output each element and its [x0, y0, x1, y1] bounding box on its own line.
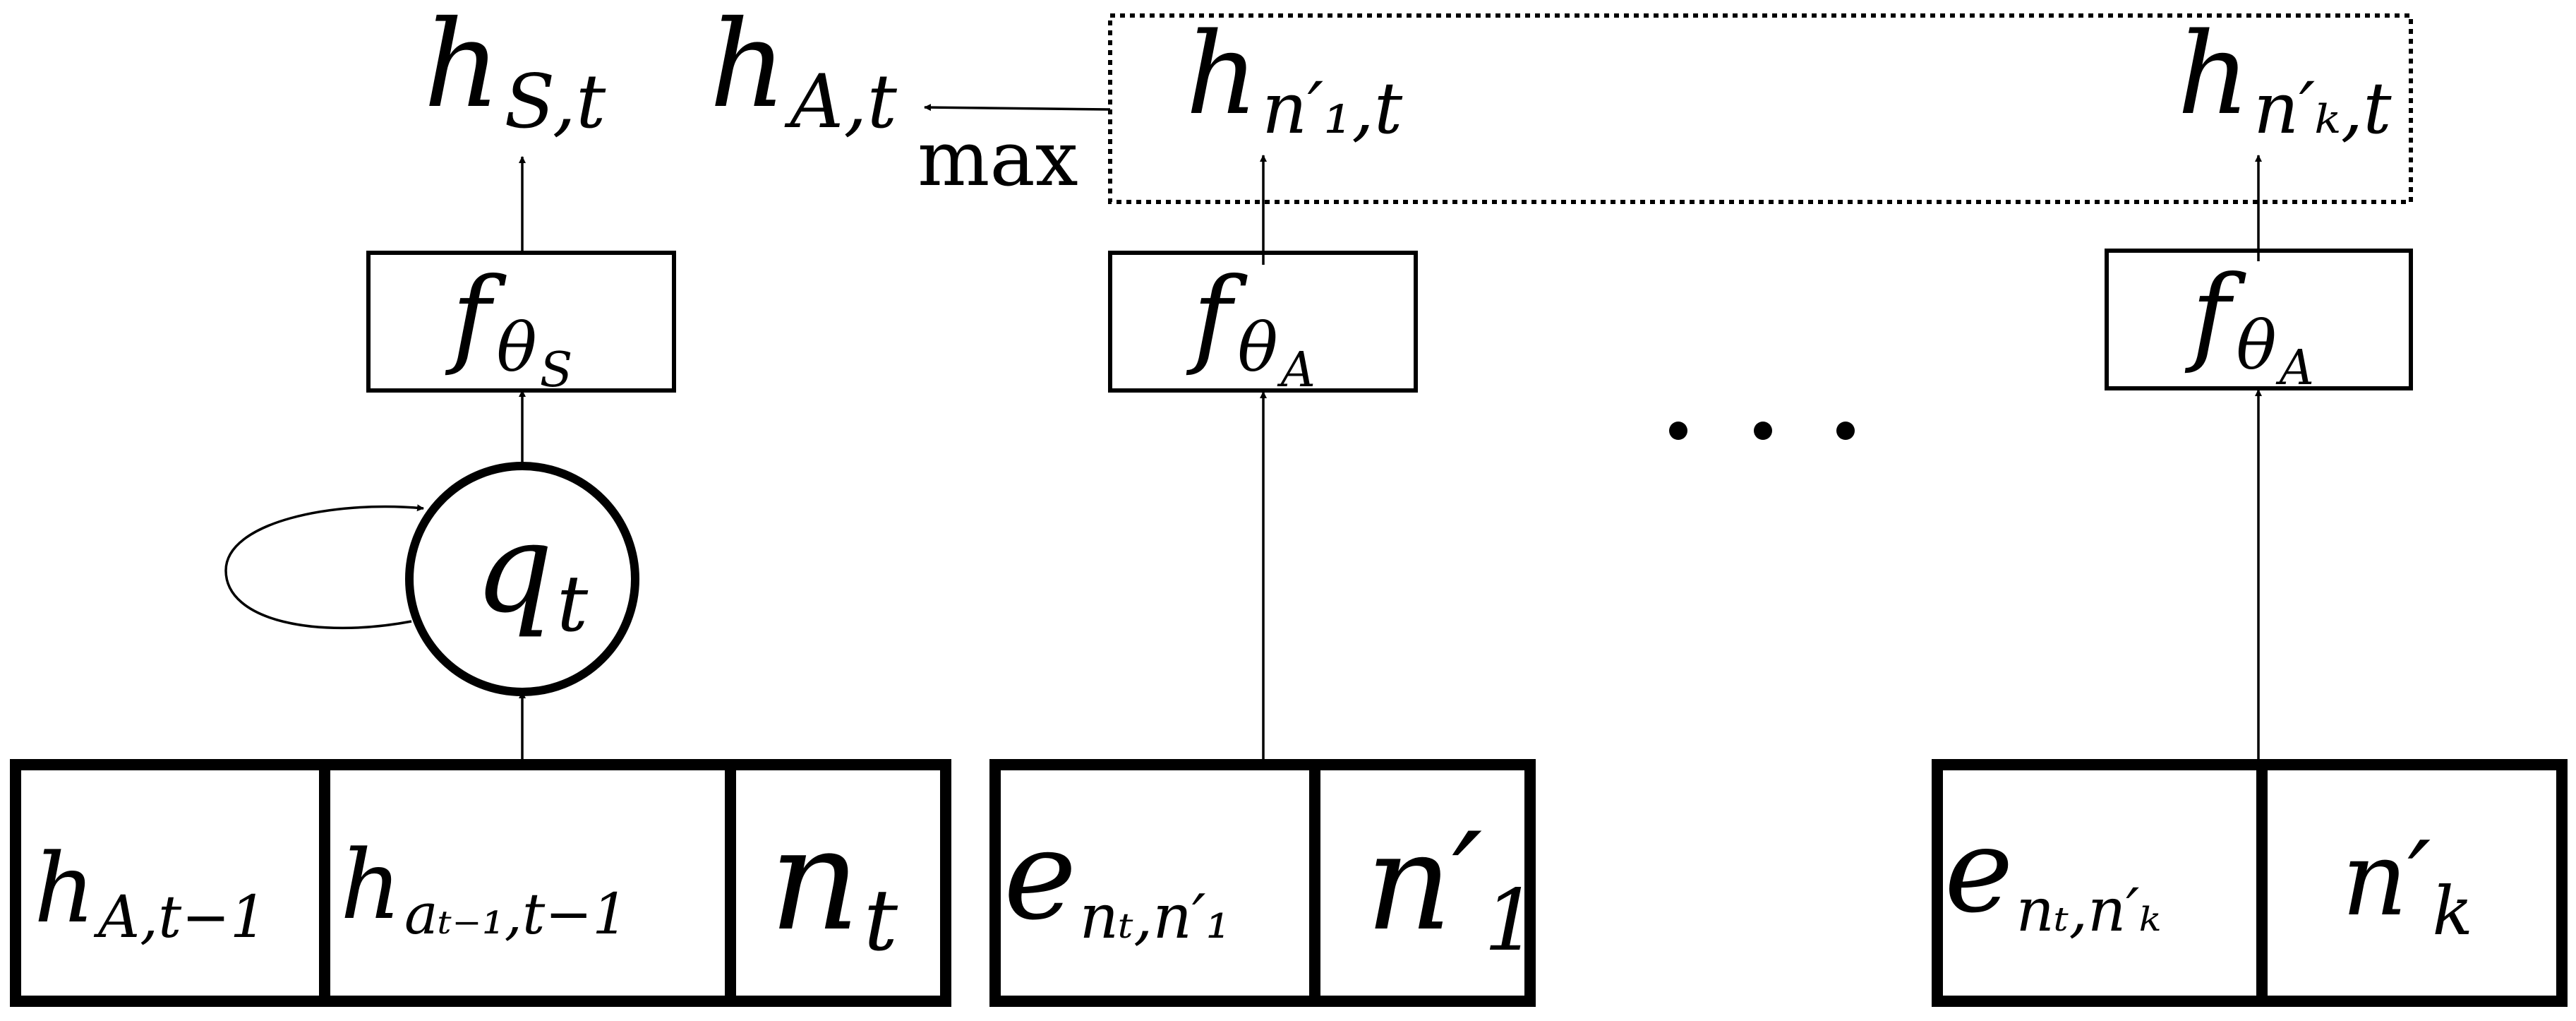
- output-h-n1-t: hn′₁,t: [1186, 8, 1403, 150]
- input-left-cell-3: [725, 759, 951, 1007]
- input-mid-cell-1: [989, 759, 1320, 1007]
- f-theta-S-label: fθS: [445, 256, 572, 398]
- input-n-t: nt: [769, 798, 898, 970]
- input-nk-prime: n′k: [2342, 820, 2473, 950]
- input-right-cell-2: [2256, 759, 2568, 1007]
- output-h-nk-t: hn′ₖ,t: [2177, 8, 2392, 150]
- input-e-nt-n1: enₜ,n′₁: [1004, 804, 1230, 953]
- aggregation-group-box: [1108, 13, 2413, 204]
- max-arrow: [924, 104, 1111, 112]
- output-h-S-t: hS,t: [423, 0, 606, 145]
- output-h-A-t: hA,t: [709, 0, 898, 145]
- input-e-nt-nk: enₜ,n′ₖ: [1944, 803, 2161, 945]
- f-theta-A-label-k: fθA: [2184, 253, 2314, 396]
- f-theta-A-box-1: [1108, 251, 1418, 393]
- input-h-A-t-1: hA,t−1: [34, 833, 267, 951]
- ellipsis: [1669, 422, 1855, 440]
- input-n1-prime: n′1: [1366, 804, 1538, 970]
- state-q-t-label: qt: [474, 497, 589, 649]
- ellipsis-text: · · ·: [0, 0, 1, 1]
- f-theta-A-box-k: [2105, 249, 2413, 390]
- input-h-a-t-1: haₜ₋₁,t−1: [340, 830, 628, 947]
- self-loop-arrow: [224, 504, 424, 630]
- max-label: max: [917, 115, 1078, 203]
- input-left-cell-2: [319, 759, 736, 1007]
- input-mid-cell-2: [1309, 759, 1536, 1007]
